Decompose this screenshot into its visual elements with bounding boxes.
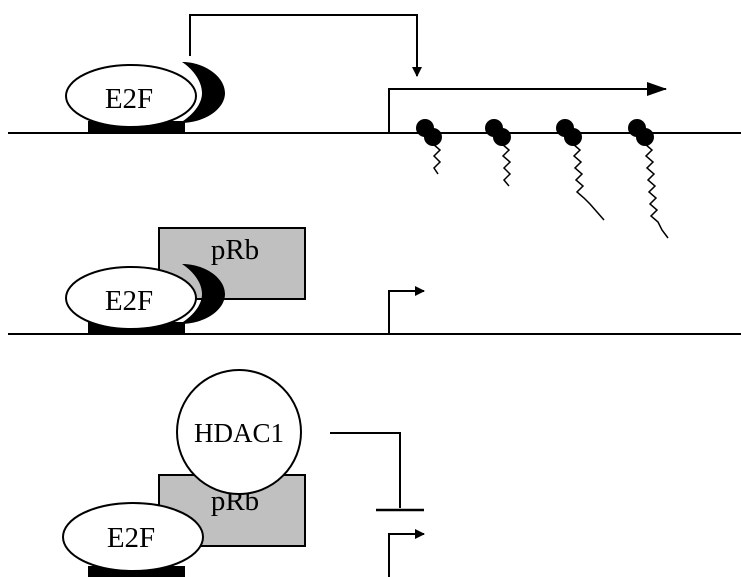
polymerase-4 — [628, 119, 668, 238]
e2f-label-top: E2F — [105, 83, 153, 115]
panel-bottom-hdac1-repression: pRb HDAC1 E2F — [63, 370, 424, 577]
nascent-rna-3 — [573, 144, 604, 220]
panel-top-active-transcription: E2F — [8, 15, 741, 238]
polymerase-2 — [485, 119, 511, 186]
nascent-rna-4 — [645, 144, 668, 238]
panel-middle-prb-bound: pRb E2F — [8, 228, 741, 334]
activation-arrow-top — [190, 15, 417, 76]
e2f-label-middle: E2F — [105, 285, 153, 317]
polymerase-1 — [416, 119, 442, 174]
prb-label-middle: pRb — [211, 234, 259, 266]
polymerase-3 — [556, 119, 604, 220]
hdac1-label: HDAC1 — [194, 418, 284, 448]
nascent-rna-2 — [502, 144, 510, 186]
transcription-arrow-middle — [389, 291, 424, 334]
nascent-rna-1 — [433, 144, 440, 174]
transcription-arrow-bottom — [389, 534, 424, 577]
repression-line — [330, 433, 400, 508]
e2f-label-bottom: E2F — [107, 522, 155, 554]
